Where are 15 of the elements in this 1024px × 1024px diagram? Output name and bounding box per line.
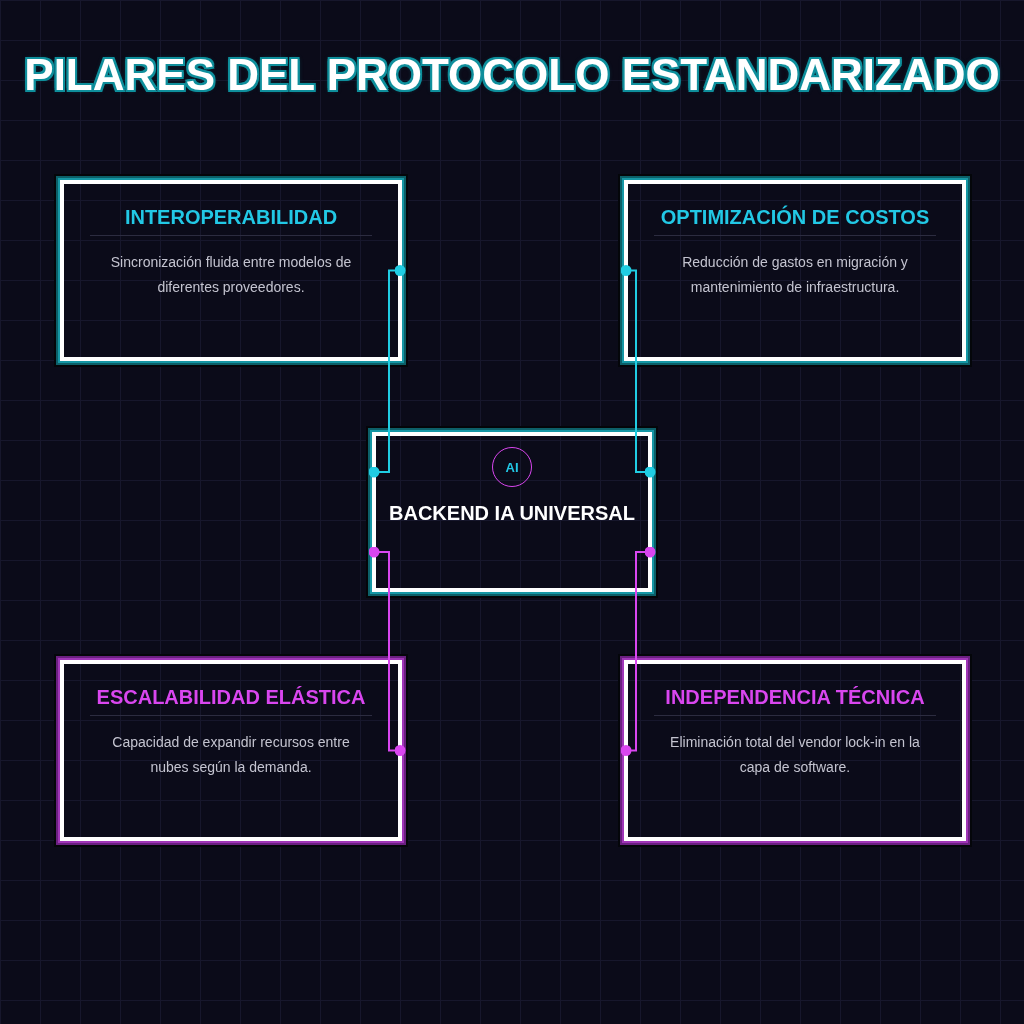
card-description: Eliminación total del vendor lock-in en la capa de software. xyxy=(669,733,921,777)
connector-line xyxy=(368,546,406,756)
connector-line xyxy=(368,265,406,478)
card-heading: OPTIMIZACIÓN DE COSTOS xyxy=(660,205,930,229)
card-heading: ESCALABILIDAD ELÁSTICA xyxy=(96,685,366,709)
page-title: PILARES DEL PROTOCOLO ESTANDARIZADO xyxy=(24,52,1000,98)
connector-line xyxy=(620,265,656,478)
card-heading: INDEPENDENCIA TÉCNICA xyxy=(665,685,925,709)
card-heading: INTEROPERABILIDAD xyxy=(124,205,338,229)
circle-text: AI xyxy=(505,459,519,475)
connector-line xyxy=(620,546,656,756)
card-description: Reducción de gastos en migración y mantenimiento de infraestructura. xyxy=(681,253,909,297)
hub-title: BACKEND IA UNIVERSAL xyxy=(389,501,635,525)
card-description: Capacidad de expandir recursos entre nubes según la demanda. xyxy=(111,733,351,777)
card-description: Sincronización fluida entre modelos de diferentes proveedores. xyxy=(109,253,353,297)
